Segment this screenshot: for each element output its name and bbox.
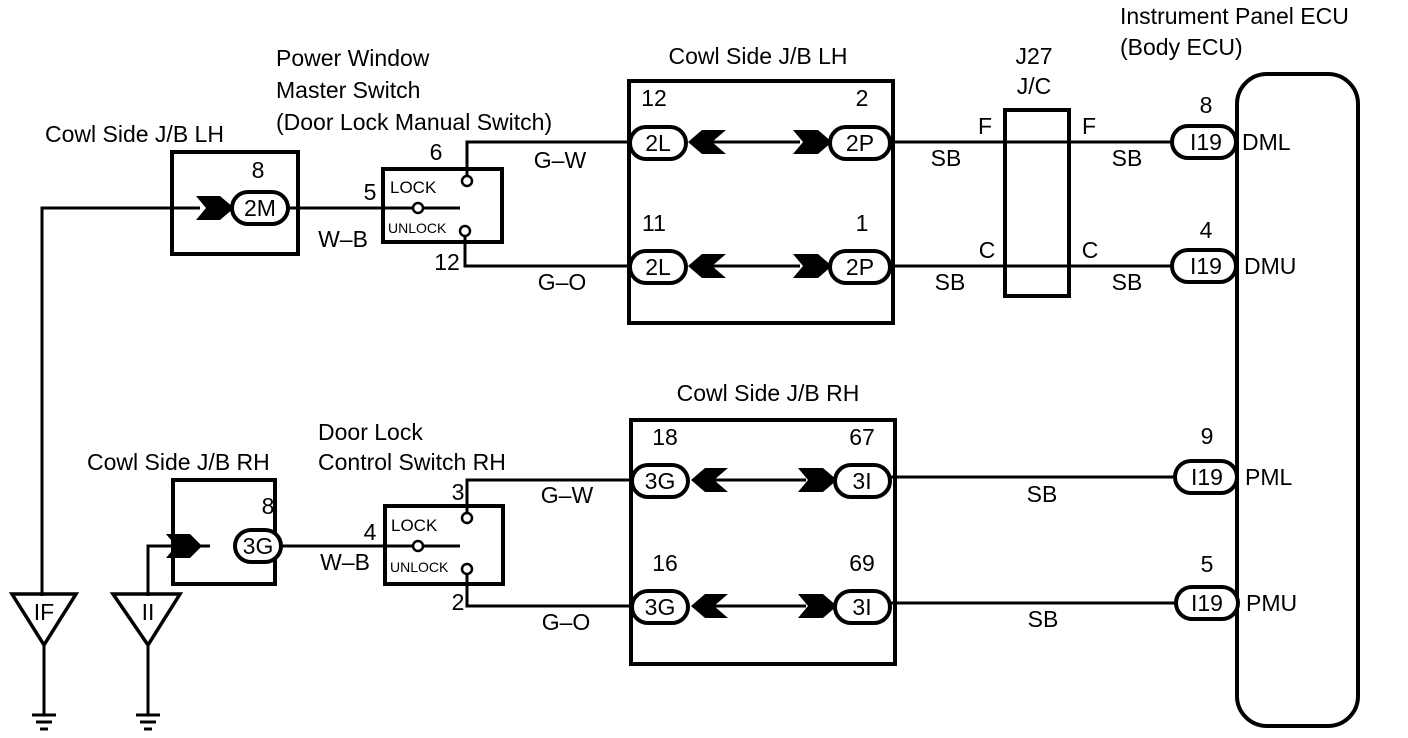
jb-rh-left-pin: 8 — [262, 493, 275, 519]
ecu-terminal-dmu-pin: 4 — [1200, 217, 1213, 243]
jb-lh-left-pin: 8 — [252, 157, 265, 183]
connector-2m: 2M — [244, 195, 276, 221]
jc-pin-c-left: C — [979, 237, 996, 263]
pw-master-pin-in: 5 — [364, 179, 377, 205]
junction-connector-j27: J27 J/C F F C C — [978, 43, 1099, 298]
ecu-title-1: Instrument Panel ECU — [1120, 3, 1349, 29]
connector-arrow-icon — [688, 130, 726, 154]
ground-point-ii: II — [109, 592, 184, 731]
jc-title-1: J27 — [1015, 43, 1052, 69]
ground-icon — [32, 713, 56, 731]
wire-label-sb-top3: SB — [1112, 145, 1143, 171]
jb-rh-mid-row2-right-pin: 69 — [849, 550, 875, 576]
ecu-title-2: (Body ECU) — [1120, 34, 1243, 60]
pw-master-title-1: Power Window — [276, 45, 430, 71]
wire-label-sb-top2: SB — [935, 269, 966, 295]
pw-master-title-2: Master Switch — [276, 77, 420, 103]
dl-rh-title-2: Control Switch RH — [318, 449, 506, 475]
jb-rh-left: Cowl Side J/B RH 8 3G — [87, 449, 283, 586]
wire-label-gw-top: G–W — [534, 147, 587, 173]
ground-icon — [136, 713, 160, 731]
wire-label-go-top: G–O — [538, 269, 587, 295]
jc-title-2: J/C — [1017, 73, 1052, 99]
jb-rh-mid-row1-right-conn: 3I — [852, 468, 871, 494]
jc-pin-f-left: F — [978, 113, 992, 139]
ground-if-label: IF — [34, 599, 54, 625]
ecu-terminal-pmu-name: PMU — [1246, 590, 1297, 616]
power-window-master-switch: Power Window Master Switch (Door Lock Ma… — [276, 45, 552, 275]
jb-lh-mid: Cowl Side J/B LH 12 2L 2P 2 11 2L 2P 1 — [627, 43, 895, 325]
jb-lh-mid-row1-right-pin: 2 — [856, 85, 869, 111]
jb-rh-mid-row2-left-pin: 16 — [652, 550, 678, 576]
dl-rh-pin-unlock: 2 — [452, 589, 465, 615]
pw-master-pin-lock: 6 — [430, 139, 443, 165]
jb-rh-mid-title: Cowl Side J/B RH — [677, 380, 860, 406]
jb-rh-mid: Cowl Side J/B RH 18 3G 3I 67 16 3G 3I 69 — [629, 380, 897, 666]
dl-rh-title-1: Door Lock — [318, 419, 423, 445]
dl-rh-lock-label: LOCK — [391, 516, 438, 535]
pw-master-unlock-label: UNLOCK — [388, 220, 447, 236]
ecu-terminal-dml-pin: 8 — [1200, 92, 1213, 118]
jc-pin-c-right: C — [1082, 237, 1099, 263]
jb-lh-mid-row2-right-pin: 1 — [856, 210, 869, 236]
ecu-terminal-dmu-name: DMU — [1244, 253, 1296, 279]
connector-arrow-icon — [688, 254, 726, 278]
connector-arrow-icon — [798, 594, 837, 618]
dl-rh-pin-in: 4 — [364, 519, 377, 545]
wire-label-sb-top1: SB — [931, 145, 962, 171]
jb-lh-mid-row1-left-conn: 2L — [645, 130, 671, 156]
jb-lh-mid-row2-right-conn: 2P — [846, 254, 874, 280]
connector-arrow-icon — [691, 468, 728, 492]
ground-ii-label: II — [142, 599, 155, 625]
connector-arrow-icon — [166, 534, 202, 558]
ecu-terminal-dml-conn: I19 — [1190, 129, 1222, 155]
ecu-terminal-pmu-conn: I19 — [1191, 590, 1223, 616]
connector-arrow-icon — [691, 594, 728, 618]
wire-label-sb-top4: SB — [1112, 269, 1143, 295]
connector-arrow-icon — [196, 196, 234, 220]
ecu-terminal-pmu-pin: 5 — [1201, 551, 1214, 577]
jb-rh-mid-row2-left-conn: 3G — [645, 594, 676, 620]
door-lock-control-switch-rh: Door Lock Control Switch RH 4 3 2 LOCK U… — [318, 419, 506, 615]
dl-rh-pin-lock: 3 — [452, 479, 465, 505]
connector-3g: 3G — [243, 533, 274, 559]
ecu-terminal-pml-conn: I19 — [1191, 464, 1223, 490]
jb-rh-mid-row1-left-pin: 18 — [652, 424, 678, 450]
jb-lh-mid-row2-left-conn: 2L — [645, 254, 671, 280]
ground-point-if: IF — [8, 592, 80, 731]
dl-rh-unlock-label: UNLOCK — [390, 559, 449, 575]
jb-lh-left: Cowl Side J/B LH 8 2M — [45, 121, 300, 256]
jb-lh-left-title: Cowl Side J/B LH — [45, 121, 224, 147]
wire-label-gw-bot: G–W — [541, 482, 594, 508]
jb-rh-mid-row2-right-conn: 3I — [852, 594, 871, 620]
pw-master-lock-label: LOCK — [390, 178, 437, 197]
connector-arrow-icon — [793, 130, 832, 154]
wire-label-sb-bot1: SB — [1027, 481, 1058, 507]
ecu-terminal-pml-pin: 9 — [1201, 423, 1214, 449]
connector-arrow-icon — [793, 254, 832, 278]
jb-lh-mid-title: Cowl Side J/B LH — [669, 43, 848, 69]
pw-master-title-3: (Door Lock Manual Switch) — [276, 109, 552, 135]
wire-label-wb-top: W–B — [318, 226, 368, 252]
jc-pin-f-right: F — [1082, 113, 1096, 139]
jb-lh-mid-row1-left-pin: 12 — [641, 85, 667, 111]
jb-lh-mid-row2-left-pin: 11 — [642, 210, 666, 236]
wire-label-wb-bot: W–B — [320, 549, 370, 575]
jb-rh-mid-row1-right-pin: 67 — [849, 424, 875, 450]
wire-label-go-bot: G–O — [542, 609, 591, 635]
wire-label-sb-bot2: SB — [1028, 606, 1059, 632]
instrument-panel-ecu: Instrument Panel ECU (Body ECU) 8 I19 DM… — [1120, 3, 1360, 728]
jb-rh-mid-row1-left-conn: 3G — [645, 468, 676, 494]
ecu-terminal-dml-name: DML — [1242, 129, 1291, 155]
ecu-terminal-dmu-conn: I19 — [1190, 253, 1222, 279]
jb-lh-mid-row1-right-conn: 2P — [846, 130, 874, 156]
connector-arrow-icon — [798, 468, 837, 492]
wire-ground-if-to-2m — [40, 206, 200, 596]
ecu-terminal-pml-name: PML — [1245, 464, 1293, 490]
jb-rh-left-title: Cowl Side J/B RH — [87, 449, 270, 475]
pw-master-pin-unlock: 12 — [434, 249, 460, 275]
